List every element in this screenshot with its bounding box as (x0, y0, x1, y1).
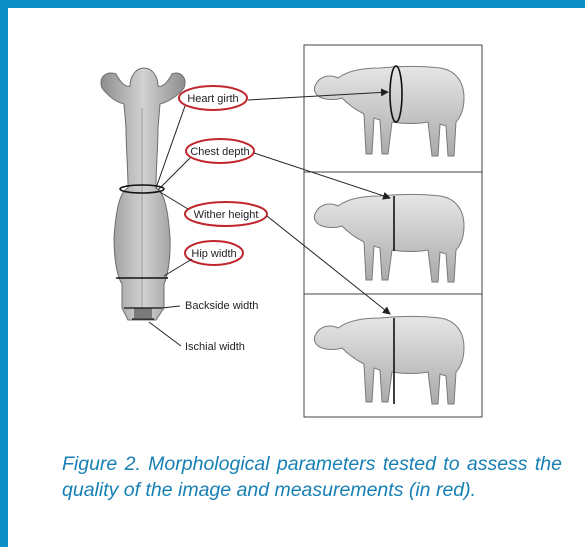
cow-side-view-1 (313, 65, 465, 157)
wither-height-highlight (184, 201, 268, 227)
cow-top-view (100, 67, 186, 321)
figure-caption: Figure 2. Morphological parameters teste… (62, 453, 562, 501)
morphology-diagram: Heart girth Chest depth Wither height Hi… (100, 44, 483, 418)
heart-girth-highlight (178, 85, 248, 111)
wither-height-label: Wither height (194, 209, 259, 221)
leader-lines (148, 105, 193, 347)
ischial-width-label: Ischial width (185, 341, 245, 353)
cow-side-view-2 (313, 194, 465, 283)
backside-width-label: Backside width (185, 300, 258, 312)
hip-width-highlight (184, 240, 244, 266)
chest-depth-label: Chest depth (190, 146, 249, 158)
hip-width-label: Hip width (191, 248, 236, 260)
cow-side-view-3 (313, 316, 465, 405)
arrows (247, 88, 391, 315)
figure-panel: Heart girth Chest depth Wither height Hi… (8, 8, 585, 437)
chest-depth-highlight (185, 138, 255, 164)
heart-girth-label: Heart girth (187, 93, 238, 105)
